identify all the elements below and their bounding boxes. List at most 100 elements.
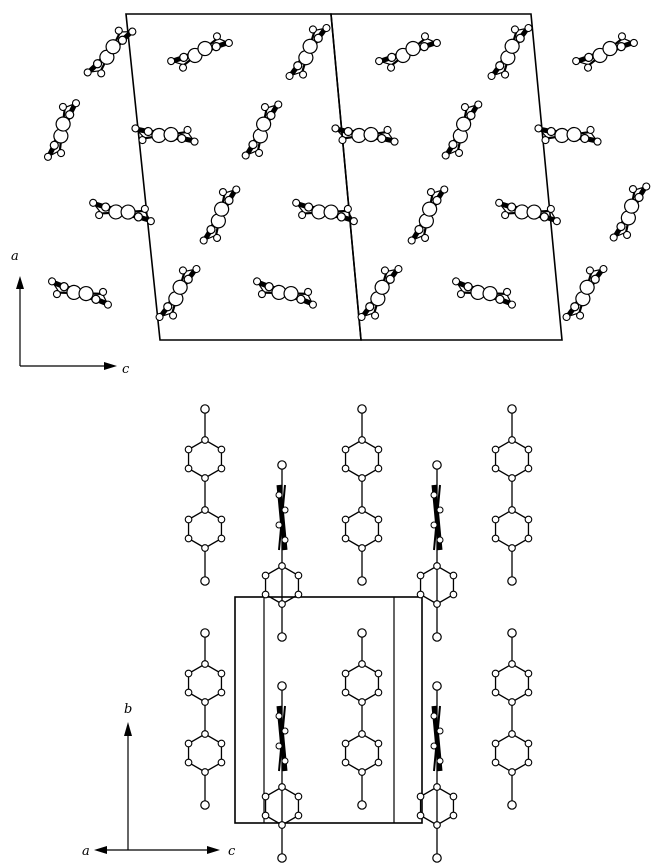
atom <box>232 185 241 194</box>
atom <box>211 42 221 52</box>
molecule-glyph <box>253 277 317 309</box>
atom <box>201 660 209 668</box>
molecule-glyph <box>292 198 358 226</box>
molecule-glyph <box>331 124 399 146</box>
atom <box>184 739 193 748</box>
molecule-glyph <box>43 99 81 161</box>
molecule-glyph <box>491 628 533 810</box>
atom <box>296 294 306 304</box>
atom <box>261 811 270 820</box>
atom <box>432 632 442 642</box>
molecule-glyph <box>155 264 201 322</box>
atom <box>341 445 350 454</box>
atom <box>313 33 323 43</box>
atom <box>163 302 173 312</box>
atom <box>184 464 193 473</box>
atom <box>338 136 347 145</box>
atom <box>308 25 317 34</box>
atom <box>524 758 533 767</box>
atom <box>426 188 436 197</box>
atom <box>336 212 346 222</box>
atom <box>374 739 383 748</box>
atom <box>341 688 350 697</box>
atom <box>357 312 366 322</box>
atom <box>83 68 92 77</box>
molecule-glyph <box>199 185 241 245</box>
atom <box>416 571 425 580</box>
atom <box>617 32 627 41</box>
atom <box>201 730 209 738</box>
atom <box>432 681 442 691</box>
atom <box>105 39 121 55</box>
atom <box>261 571 270 580</box>
atom <box>436 727 444 735</box>
atom <box>416 590 425 599</box>
atom <box>432 38 441 47</box>
atom <box>507 300 516 309</box>
atom <box>43 152 53 161</box>
atom <box>184 688 193 697</box>
atom <box>184 515 193 524</box>
atom <box>281 727 289 735</box>
atom <box>206 224 216 235</box>
atom <box>49 140 59 150</box>
atom <box>407 236 416 245</box>
molecule-glyph <box>285 23 331 81</box>
atom <box>278 562 286 570</box>
unit-cell-outer <box>234 596 423 824</box>
atom <box>380 266 389 275</box>
molecule-glyph <box>341 628 383 810</box>
atom <box>178 63 188 72</box>
atom <box>552 217 561 226</box>
axis-indicator-bottom: b a c <box>82 702 236 859</box>
atom <box>386 63 396 72</box>
atom <box>609 233 618 242</box>
atom <box>508 506 516 514</box>
atom <box>217 464 226 473</box>
atom <box>200 800 210 810</box>
atom <box>576 311 585 320</box>
atom <box>385 274 395 284</box>
atom <box>433 562 441 570</box>
atom <box>466 110 476 121</box>
atom <box>358 768 366 776</box>
atom <box>275 742 283 750</box>
axis-label-c: c <box>228 844 236 859</box>
atom <box>253 277 262 286</box>
atom <box>430 742 438 750</box>
atom <box>419 42 429 52</box>
atom <box>214 201 230 217</box>
atom <box>199 236 208 245</box>
molecule-glyph <box>534 124 602 146</box>
atom <box>507 576 517 586</box>
atom <box>508 768 516 776</box>
atom <box>261 792 270 801</box>
atom <box>322 23 331 33</box>
molecule-glyph <box>375 32 441 72</box>
atom <box>95 211 104 220</box>
atom <box>491 445 500 454</box>
atom <box>456 116 472 132</box>
atom <box>593 137 602 146</box>
atom <box>71 99 81 108</box>
molecule-glyph <box>495 198 561 226</box>
atom <box>184 758 193 767</box>
atom <box>507 202 517 212</box>
atom <box>507 404 517 414</box>
atom <box>358 474 366 482</box>
atom <box>546 204 555 213</box>
atom <box>510 25 519 34</box>
atom <box>59 282 69 292</box>
atom <box>294 792 303 801</box>
axis-label-b: b <box>124 702 132 717</box>
atom <box>507 628 517 638</box>
atom <box>183 125 192 134</box>
atom <box>294 590 303 599</box>
atom <box>420 32 430 41</box>
atom <box>190 137 199 146</box>
molecule-glyph <box>48 277 112 309</box>
atom <box>622 230 632 239</box>
atom <box>616 221 626 232</box>
atom <box>405 40 421 57</box>
